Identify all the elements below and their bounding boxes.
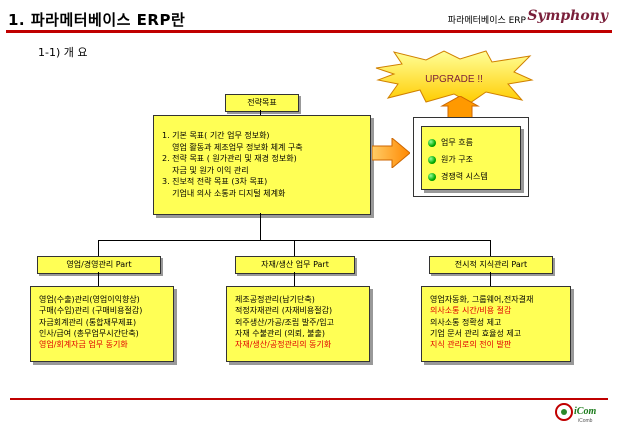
green-bullet-icon [428,138,436,147]
strategy-label: 전략목표 [225,94,299,112]
part-item-highlight: 의사소통 시간/비용 절감 [430,306,512,316]
strategy-line: 영업 활동과 제조업무 정보화 체계 구축 [162,142,303,152]
part-item: 영업(수출)관리(영업이익향상) [39,295,140,304]
connector [490,272,491,286]
connector [294,272,295,286]
part-item: 제조공정관리(납기단축) [235,295,315,304]
strategy-line: 3. 진보적 전략 목표 (3차 목표) [162,177,268,186]
part-item: 인사/급여 (총무업무시간단축) [39,328,139,338]
part-item: 자금회계관리 (통합재무제표) [39,317,137,327]
goals-box: 업무 흐름 원가 구조 경쟁력 시스템 [421,126,521,190]
strategy-line: 기업내 의사 소통과 디지털 체계화 [162,188,286,198]
connector [490,240,491,256]
section-subtitle: 1-1) 개 요 [38,46,88,59]
part-item: 자재 수불관리 (의뢰, 불출) [235,328,326,338]
part-box: 영업(수출)관리(영업이익향상) 구매(수입)관리 (구매비용절감) 자금회계관… [30,286,174,362]
right-arrow [372,138,410,168]
part-item-highlight: 자재/생산/공정관리의 동기화 [235,340,332,350]
upgrade-burst: UPGRADE !! [375,50,534,104]
header-rule [6,30,612,33]
connector [260,110,261,115]
part-item-list: 영업자동화, 그룹웨어,전자결재 의사소통 시간/비용 절감 의사소통 정확성 … [430,294,533,350]
part-item: 외주생산/가공/조립 발주/입고 [235,317,334,327]
part-label: 자재/생산 업무 Part [235,256,355,274]
part-item: 기업 문서 관리 효율성 제고 [430,328,522,338]
part-item-list: 제조공정관리(납기단축) 적정자재관리 (자재비용절감) 외주생산/가공/조립 … [235,294,334,350]
strategy-line: 자금 및 원가 이익 관리 [162,165,249,175]
part-item: 영업자동화, 그룹웨어,전자결재 [430,295,534,304]
goal-item: 업무 흐름 [428,137,473,148]
part-box: 영업자동화, 그룹웨어,전자결재 의사소통 시간/비용 절감 의사소통 정확성 … [421,286,571,362]
strategy-line: 2. 전략 목표 ( 원가관리 및 재경 정보화) [162,154,297,163]
goal-item: 원가 구조 [428,154,473,165]
part-box: 제조공정관리(납기단축) 적정자재관리 (자재비용절감) 외주생산/가공/조립 … [226,286,370,362]
header-doc-label: 파라메터베이스 ERP [447,16,526,26]
upgrade-label: UPGRADE !! [425,74,483,85]
goal-item: 경쟁력 시스템 [428,171,488,182]
part-label: 영업/경영관리 Part [37,256,161,274]
page-title: 1. 파라메터베이스 ERP란 [8,11,186,29]
part-item: 적정자재관리 (자재비용절감) [235,306,333,316]
goal-label: 경쟁력 시스템 [441,172,488,181]
connector [260,213,261,240]
green-bullet-icon [428,155,436,164]
green-bullet-icon [428,172,436,181]
brand-logo: Symphony [527,8,608,24]
part-item-list: 영업(수출)관리(영업이익향상) 구매(수입)관리 (구매비용절감) 자금회계관… [39,294,142,350]
company-logo: iCom iComb [555,403,596,424]
part-item: 의사소통 정확성 제고 [430,317,502,327]
connector [98,272,99,286]
footer-rule [10,398,608,400]
part-item-highlight: 영업/회계자금 업무 동기화 [39,340,128,350]
strategy-list: 1. 기본 목표( 기간 업무 정보화) 영업 활동과 제조업무 정보화 체계 … [162,130,303,199]
goal-label: 업무 흐름 [441,138,473,147]
logo-subtext: iComb [578,418,593,424]
burst-shape [375,50,534,104]
logo-text: iCom [574,406,596,417]
strategy-line: 1. 기본 목표( 기간 업무 정보화) [162,131,270,140]
goal-label: 원가 구조 [441,155,473,164]
part-item-highlight: 지식 관리로의 전이 발판 [430,340,512,350]
connector [98,240,99,256]
part-item: 구매(수입)관리 (구매비용절감) [39,306,143,316]
strategy-box: 1. 기본 목표( 기간 업무 정보화) 영업 활동과 제조업무 정보화 체계 … [153,115,371,215]
connector [294,240,295,256]
part-label: 전시적 지식관리 Part [429,256,553,274]
